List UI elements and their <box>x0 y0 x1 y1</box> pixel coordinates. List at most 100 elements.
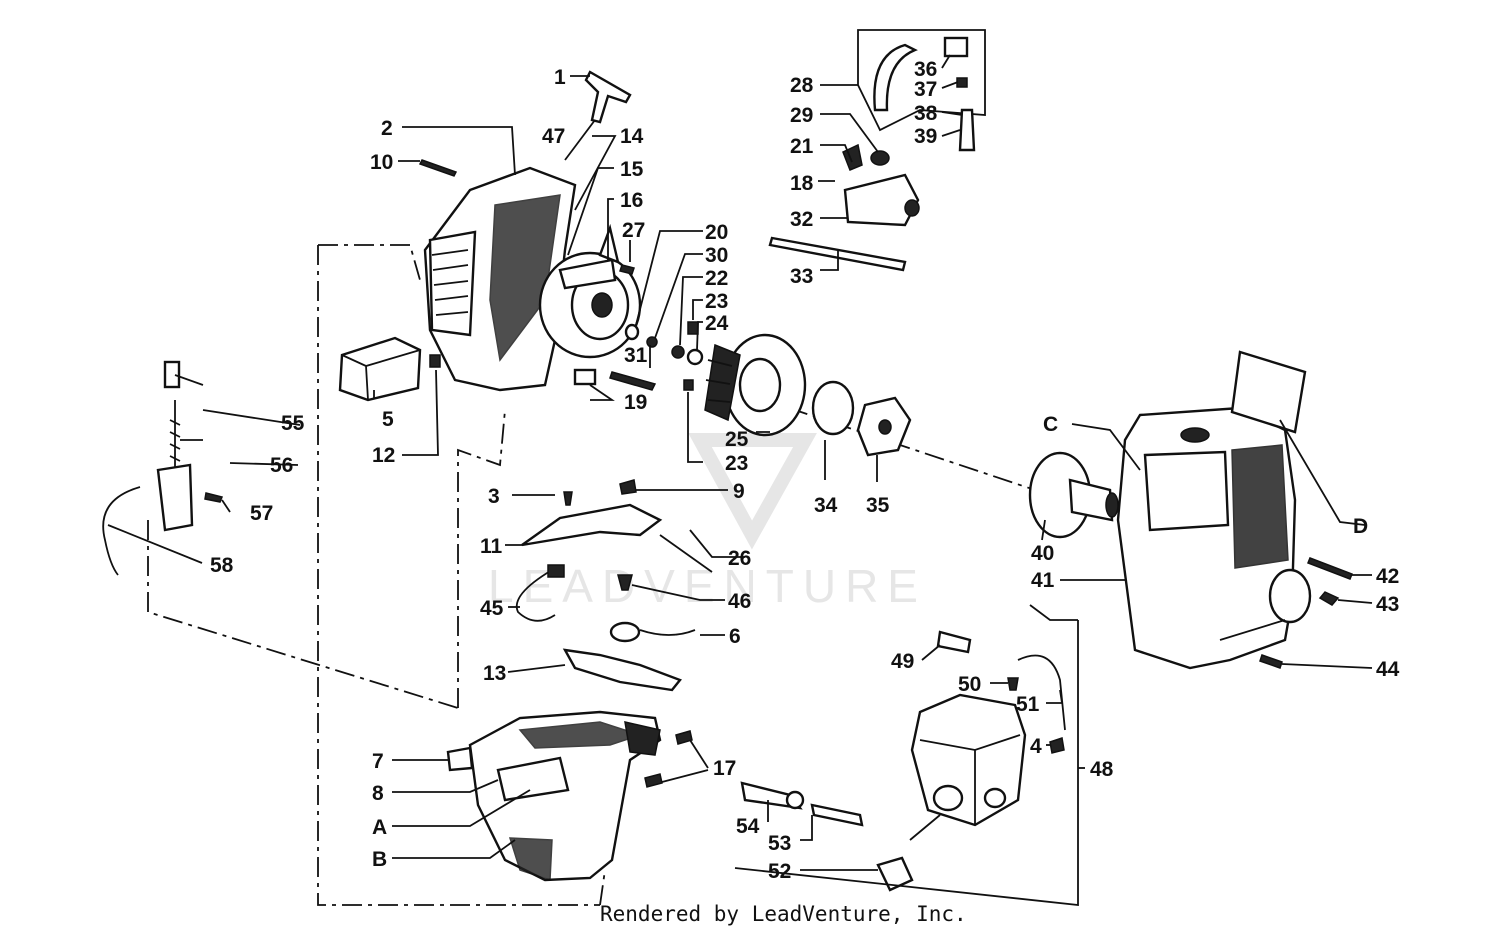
carburetor-kit-part <box>768 29 986 272</box>
leader-lines <box>107 54 1373 907</box>
callout-23a: 23 <box>705 290 728 313</box>
screw-44-part <box>1259 654 1283 669</box>
callout-11: 11 <box>480 535 503 558</box>
grommet-4-part <box>1049 737 1065 754</box>
screw-3-part <box>563 491 573 506</box>
throttle-lever-11-part <box>521 503 663 547</box>
screw-42-part <box>1307 557 1353 580</box>
callout-35: 35 <box>866 494 890 517</box>
callout-31: 31 <box>624 344 648 367</box>
callout-51: 51 <box>1016 693 1040 716</box>
handle-half-13-part <box>562 648 682 692</box>
callout-17: 17 <box>713 757 736 780</box>
screw-43-part <box>1318 591 1340 606</box>
air-filter-part <box>338 336 422 402</box>
callout-18: 18 <box>790 172 814 195</box>
callout-49: 49 <box>891 650 914 673</box>
callout-58: 58 <box>210 554 234 577</box>
screw-12-part <box>429 354 441 368</box>
callout-23b: 23 <box>725 452 748 475</box>
bolt-10-part <box>418 159 458 177</box>
callout-30: 30 <box>705 244 728 267</box>
spacer-19-part <box>573 368 597 386</box>
nut-9-part <box>619 479 637 495</box>
callout-22: 22 <box>705 267 728 290</box>
callout-14: 14 <box>620 125 644 148</box>
vent-49-part <box>936 630 972 654</box>
callout-10: 10 <box>370 151 393 174</box>
callout-53: 53 <box>768 832 791 855</box>
callout-40: 40 <box>1031 542 1054 565</box>
callout-55: 55 <box>281 412 305 435</box>
callout-19: 19 <box>624 391 647 414</box>
callout-52: 52 <box>768 860 791 883</box>
thrust-washer-34-part <box>811 380 855 436</box>
fuel-pickup-56-part <box>156 400 194 532</box>
callout-43: 43 <box>1376 593 1399 616</box>
callout-34: 34 <box>814 494 838 517</box>
callout-38: 38 <box>914 102 938 125</box>
callout-41: 41 <box>1031 569 1055 592</box>
fan-flywheel-25-part <box>704 333 807 437</box>
fuel-tank-48-part <box>910 693 1027 827</box>
callout-8: 8 <box>372 782 384 805</box>
callout-42: 42 <box>1376 565 1399 588</box>
callout-3: 3 <box>488 485 500 508</box>
callout-33: 33 <box>790 265 813 288</box>
callout-28: 28 <box>790 74 814 97</box>
lower-shroud-part <box>468 710 662 882</box>
screw-17b-part <box>644 773 663 788</box>
callout-50: 50 <box>958 673 981 696</box>
engine-cover-41-part <box>1116 406 1312 670</box>
callout-25: 25 <box>725 428 749 451</box>
callout-15: 15 <box>620 158 644 181</box>
callout-A: A <box>372 816 387 839</box>
callout-D: D <box>1353 515 1368 538</box>
callout-37: 37 <box>914 78 937 101</box>
callout-16: 16 <box>620 189 643 212</box>
callout-7: 7 <box>372 750 384 773</box>
cap-52-part <box>876 856 914 892</box>
washer-24-part <box>686 348 704 366</box>
callout-39: 39 <box>914 125 937 148</box>
filter-54-part <box>740 781 805 810</box>
callout-57: 57 <box>250 502 273 525</box>
engine-housing-part <box>423 166 577 392</box>
screw-57-part <box>204 492 224 503</box>
clip-7-part <box>446 746 474 772</box>
callout-56: 56 <box>270 454 293 477</box>
fuel-line-53-part <box>810 803 864 827</box>
callout-6: 6 <box>729 625 741 648</box>
pin-27-part <box>619 264 635 275</box>
grommet-50-part <box>1007 677 1019 691</box>
label-plate-part <box>1230 350 1307 434</box>
wire-terminal-part <box>547 564 565 578</box>
fuel-line-58-part <box>102 486 141 576</box>
callout-12: 12 <box>372 444 395 467</box>
callout-46: 46 <box>728 590 751 613</box>
callout-45: 45 <box>480 597 504 620</box>
clutch-35-part <box>856 396 912 457</box>
nut-23-part <box>687 321 699 335</box>
starter-handle-part <box>584 70 632 124</box>
spring-26-part <box>659 534 713 573</box>
callout-48: 48 <box>1090 758 1114 781</box>
washer-20-part <box>624 323 640 341</box>
callout-C: C <box>1043 413 1058 436</box>
callout-9: 9 <box>733 480 745 503</box>
nut-23b-part <box>683 379 694 391</box>
callout-44: 44 <box>1376 658 1400 681</box>
callout-32: 32 <box>790 208 813 231</box>
callout-24: 24 <box>705 312 729 335</box>
callout-13: 13 <box>483 662 506 685</box>
callout-4: 4 <box>1030 735 1042 758</box>
callout-36: 36 <box>914 58 937 81</box>
callout-26: 26 <box>728 547 751 570</box>
rendered-by-footer: Rendered by LeadVenture, Inc. <box>600 902 967 926</box>
callout-20: 20 <box>705 221 728 244</box>
nut-22-part <box>671 345 685 359</box>
wire-45-part <box>515 569 556 622</box>
screw-17a-part <box>675 730 693 745</box>
